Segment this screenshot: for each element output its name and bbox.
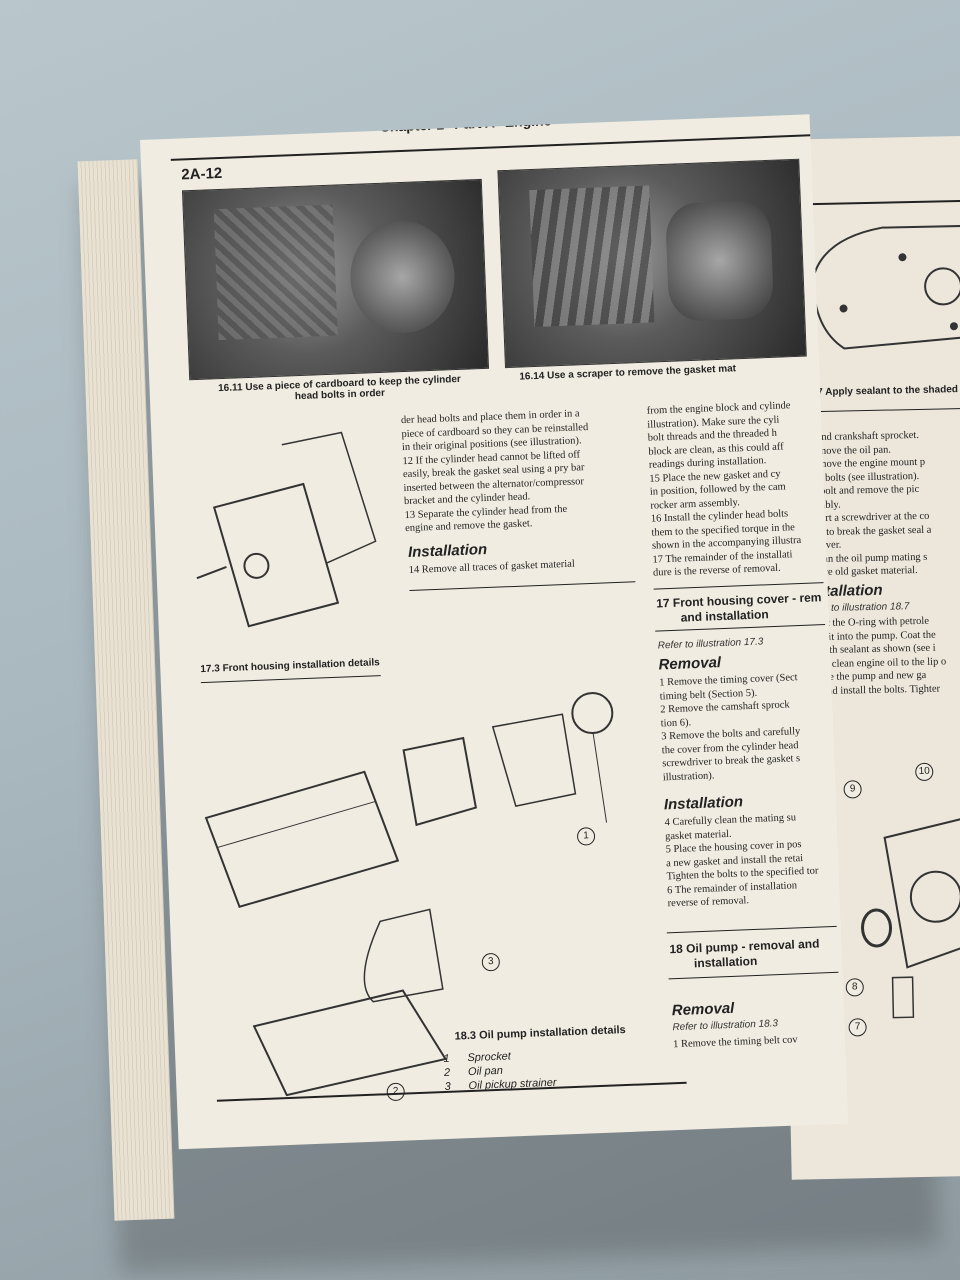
oil-pump-diagram [861,814,960,1019]
photo-detail [213,204,338,341]
removal-heading: Removal [658,654,722,674]
header-rule [170,134,811,161]
refer-18: Refer to illustration 18.3 [672,1018,779,1034]
rule [409,581,636,591]
legend-label: Oil pan [467,1064,504,1079]
installation-heading-17: Installation [663,793,744,814]
rule [666,925,837,934]
install-body-17: 4 Carefully clean the mating su gasket m… [664,810,838,911]
legend-num: 2 [443,1066,451,1080]
oil-pump-install-diagram [204,692,614,1097]
manual-page: Chapter 2 Part A Engine 2A-12 16.11 Use … [140,114,849,1150]
photo-detail [529,185,655,327]
front-housing-diagram [196,431,377,628]
photo-16-14 [497,158,807,369]
legend-label: Sprocket [467,1050,512,1065]
rule [668,971,839,980]
page-number: 2A-12 [181,164,223,184]
col2-installation-heading: Installation [407,540,488,562]
refer-17: Refer to illustration 17.3 [657,636,764,652]
chapter-header: Chapter 2 Part A Engine [379,114,557,135]
fig173-caption: 17.3 Front housing installation details [200,657,380,676]
chapter-label: Chapter 2 [379,116,445,135]
rule [200,675,381,684]
section-18-title: 18 Oil pump - removal and installation [669,936,840,973]
col3-body: from the engine block and cylinde illust… [647,398,824,580]
housing-diagram [811,224,960,350]
legend-num: 1 [443,1052,450,1066]
photo-16-11 [181,178,490,381]
removal-body: 1 Remove the timing cover (Sect timing b… [659,670,833,784]
photo-detail [664,200,775,322]
rule [653,582,824,590]
photo-detail [348,218,457,336]
fig187-caption: 18.7 Apply sealant to the shaded [803,384,959,399]
col2-body: der head bolts and place them in order i… [401,405,635,535]
last-line: 1 Remove the timing belt cov [672,1034,798,1051]
section-17-title: 17 Front housing cover - rem and install… [656,590,827,627]
part-label: Part A [453,114,496,132]
facing-page: 18.7 Apply sealant to the shaded belt an… [770,134,960,1180]
chapter-title: Engine [504,114,552,130]
removal-heading-18: Removal [671,999,735,1020]
